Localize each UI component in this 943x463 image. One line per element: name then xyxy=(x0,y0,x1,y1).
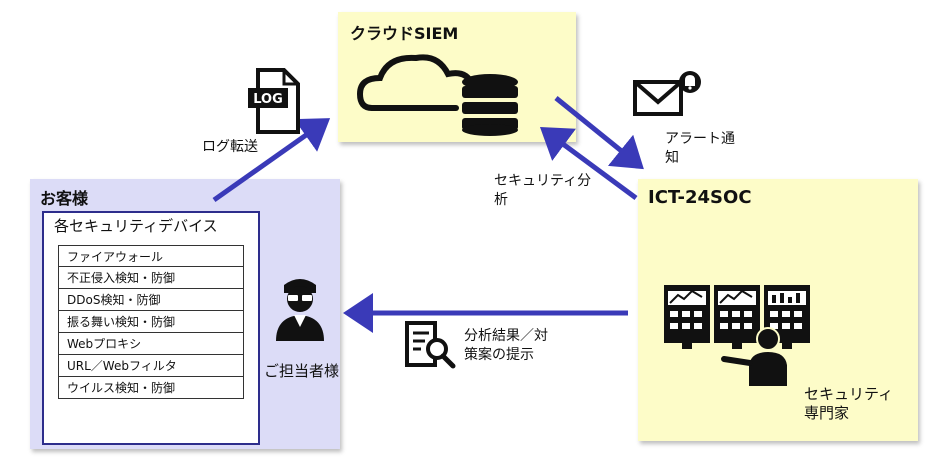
list-item: Webプロキシ xyxy=(58,333,244,355)
customer-title: お客様 xyxy=(40,189,89,208)
log-transfer-label: ログ転送 xyxy=(202,139,258,155)
cloud-siem-box: クラウドSIEM xyxy=(338,12,576,142)
list-item: 振る舞い検知・防御 xyxy=(58,311,244,333)
devices-title: 各セキュリティデバイス xyxy=(54,217,218,235)
alert-label-line2: 知 xyxy=(665,150,679,166)
list-item: 不正侵入検知・防御 xyxy=(58,267,244,289)
report-search-icon xyxy=(405,321,456,369)
list-item: URL／Webフィルタ xyxy=(58,355,244,377)
list-item: ウイルス検知・防御 xyxy=(58,377,244,399)
analysis-arrow xyxy=(539,127,638,201)
cloud-siem-title: クラウドSIEM xyxy=(350,24,459,43)
alert-arrow xyxy=(554,96,644,170)
log-transfer-arrow xyxy=(212,118,331,203)
soc-title: ICT-24SOC xyxy=(648,187,752,208)
alert-label-line1: アラート通 xyxy=(665,131,735,147)
cloud-database-icon xyxy=(356,54,518,136)
mail-alert-icon xyxy=(633,71,701,116)
expert-label-line2: 専門家 xyxy=(804,404,850,422)
soc-box: ICT-24SOC セキュリティ 専門 xyxy=(638,179,918,441)
analysis-label-line1: セキュリティ分 xyxy=(494,173,592,189)
log-file-icon: LOG xyxy=(248,68,300,134)
list-item: ファイアウォール xyxy=(58,245,244,267)
analysis-label-line2: 析 xyxy=(494,192,508,208)
monitoring-expert-icon xyxy=(664,285,810,388)
log-icon-text: LOG xyxy=(253,92,283,107)
person-icon xyxy=(276,279,324,341)
expert-label-line1: セキュリティ xyxy=(804,385,894,403)
report-label-line1: 分析結果／対 xyxy=(464,328,548,344)
report-label-line2: 策案の提示 xyxy=(464,347,534,363)
devices-panel: 各セキュリティデバイス ファイアウォール 不正侵入検知・防御 DDoS検知・防御… xyxy=(42,211,260,445)
contact-label: ご担当者様 xyxy=(264,362,340,380)
customer-box: お客様 各セキュリティデバイス ファイアウォール 不正侵入検知・防御 DDoS検… xyxy=(30,179,340,449)
list-item: DDoS検知・防御 xyxy=(58,289,244,311)
